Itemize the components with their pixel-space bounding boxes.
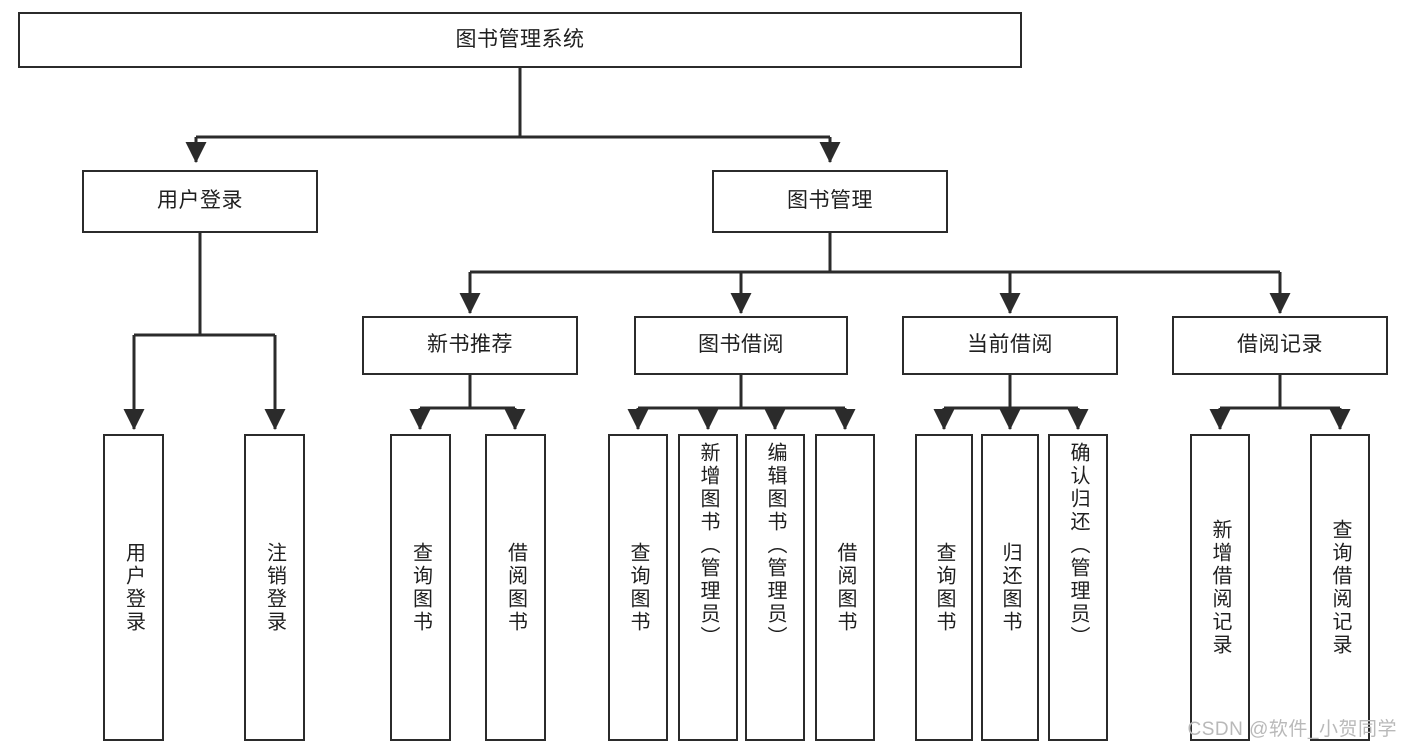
node-leaf-logout-login-label: 注销登录 xyxy=(263,541,286,634)
node-book-borrow-label: 图书借阅 xyxy=(698,333,784,357)
node-leaf-add-borrow-record[interactable]: 新增借阅记录 xyxy=(1190,434,1250,741)
node-leaf-borrow-book-2-label: 借阅图书 xyxy=(834,541,856,634)
node-leaf-query-book-2[interactable]: 查询图书 xyxy=(608,434,668,741)
node-user-login-label: 用户登录 xyxy=(157,189,243,213)
node-leaf-query-book-3-label: 查询图书 xyxy=(933,541,955,634)
node-leaf-confirm-return-admin-label: 确认归还（管理员） xyxy=(1067,442,1089,649)
node-leaf-edit-book-admin[interactable]: 编辑图书（管理员） xyxy=(745,434,805,741)
node-leaf-borrow-book-2[interactable]: 借阅图书 xyxy=(815,434,875,741)
node-leaf-confirm-return-admin[interactable]: 确认归还（管理员） xyxy=(1048,434,1108,741)
node-leaf-query-book-3[interactable]: 查询图书 xyxy=(915,434,973,741)
node-new-book-recommend[interactable]: 新书推荐 xyxy=(362,316,578,375)
node-leaf-query-book-1[interactable]: 查询图书 xyxy=(390,434,451,741)
node-leaf-user-login[interactable]: 用户登录 xyxy=(103,434,164,741)
node-leaf-return-book-label: 归还图书 xyxy=(999,541,1021,634)
node-user-login[interactable]: 用户登录 xyxy=(82,170,318,233)
node-book-borrow[interactable]: 图书借阅 xyxy=(634,316,848,375)
node-leaf-add-book-admin-label: 新增图书（管理员） xyxy=(697,442,719,649)
node-leaf-borrow-book-1-label: 借阅图书 xyxy=(504,541,527,634)
node-leaf-query-borrow-record-label: 查询借阅记录 xyxy=(1329,518,1351,657)
node-leaf-query-borrow-record[interactable]: 查询借阅记录 xyxy=(1310,434,1370,741)
node-book-management-label: 图书管理 xyxy=(787,189,873,213)
node-leaf-edit-book-admin-label: 编辑图书（管理员） xyxy=(764,442,786,649)
node-current-borrow[interactable]: 当前借阅 xyxy=(902,316,1118,375)
node-root-label: 图书管理系统 xyxy=(455,27,585,51)
node-leaf-return-book[interactable]: 归还图书 xyxy=(981,434,1039,741)
node-new-book-recommend-label: 新书推荐 xyxy=(427,333,513,357)
node-current-borrow-label: 当前借阅 xyxy=(967,333,1053,357)
node-borrow-record-label: 借阅记录 xyxy=(1237,333,1323,357)
node-leaf-query-book-2-label: 查询图书 xyxy=(627,541,649,634)
node-leaf-add-borrow-record-label: 新增借阅记录 xyxy=(1209,518,1231,657)
node-leaf-borrow-book-1[interactable]: 借阅图书 xyxy=(485,434,546,741)
node-borrow-record[interactable]: 借阅记录 xyxy=(1172,316,1388,375)
node-leaf-logout-login[interactable]: 注销登录 xyxy=(244,434,305,741)
node-leaf-query-book-1-label: 查询图书 xyxy=(409,541,432,634)
node-leaf-user-login-label: 用户登录 xyxy=(122,541,145,634)
node-root[interactable]: 图书管理系统 xyxy=(18,12,1022,68)
node-leaf-add-book-admin[interactable]: 新增图书（管理员） xyxy=(678,434,738,741)
node-book-management[interactable]: 图书管理 xyxy=(712,170,948,233)
